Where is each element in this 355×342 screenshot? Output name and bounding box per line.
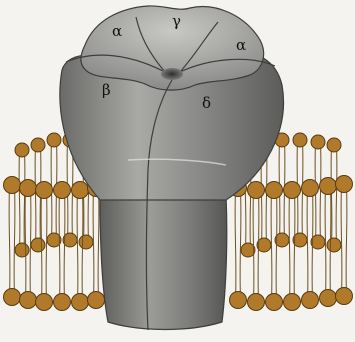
lipid-head-icon xyxy=(72,182,89,199)
lipid-head-icon xyxy=(320,290,337,307)
lipid-head-icon xyxy=(248,182,265,199)
lipid-head-icon xyxy=(54,294,71,311)
lipid-tail-icon xyxy=(235,188,241,300)
lipid-head-icon xyxy=(15,143,29,157)
lipid-tail-icon xyxy=(331,145,337,245)
label-delta: δ xyxy=(202,94,211,112)
lipid-head-icon xyxy=(327,238,341,252)
label-alpha-left: α xyxy=(112,22,122,40)
lipid-head-icon xyxy=(4,177,21,194)
lipid-head-icon xyxy=(284,294,301,311)
lipid-tail-icon xyxy=(307,188,313,300)
channel-pore xyxy=(161,68,183,80)
lipid-head-icon xyxy=(230,292,247,309)
lipid-head-icon xyxy=(284,182,301,199)
lipid-head-icon xyxy=(302,292,319,309)
lipid-head-icon xyxy=(15,243,29,257)
lipid-head-icon xyxy=(20,292,37,309)
lipid-tail-icon xyxy=(93,188,99,300)
lipid-head-icon xyxy=(20,180,37,197)
transmembrane-stalk xyxy=(100,195,227,330)
lipid-tail-icon xyxy=(59,190,65,302)
label-alpha-right: α xyxy=(236,36,246,54)
label-gamma: γ xyxy=(172,12,181,30)
lipid-head-icon xyxy=(293,133,307,147)
lipid-tail-icon xyxy=(19,150,25,250)
lipid-head-icon xyxy=(266,294,283,311)
lipid-head-icon xyxy=(336,176,353,193)
lipid-head-icon xyxy=(302,180,319,197)
lipid-head-icon xyxy=(320,178,337,195)
lipid-head-icon xyxy=(54,182,71,199)
lipid-head-icon xyxy=(47,133,61,147)
lipid-tail-icon xyxy=(289,190,295,302)
lipid-tail-icon xyxy=(271,190,277,302)
lipid-head-icon xyxy=(248,294,265,311)
lipid-head-icon xyxy=(72,294,89,311)
lipid-head-icon xyxy=(31,238,45,252)
lipid-head-icon xyxy=(88,292,105,309)
lipid-head-icon xyxy=(79,235,93,249)
lipid-tail-icon xyxy=(341,184,347,296)
lipid-head-icon xyxy=(36,294,53,311)
lipid-head-icon xyxy=(336,288,353,305)
lipid-head-icon xyxy=(36,182,53,199)
label-beta: β xyxy=(102,81,111,99)
lipid-head-icon xyxy=(266,182,283,199)
lipid-head-icon xyxy=(311,135,325,149)
lipid-head-icon xyxy=(4,289,21,306)
lipid-tail-icon xyxy=(25,188,31,300)
lipid-tail-icon xyxy=(9,185,15,297)
lipid-head-icon xyxy=(31,138,45,152)
lipid-head-icon xyxy=(327,138,341,152)
lipid-tail-icon xyxy=(253,190,259,302)
lipid-head-icon xyxy=(241,243,255,257)
